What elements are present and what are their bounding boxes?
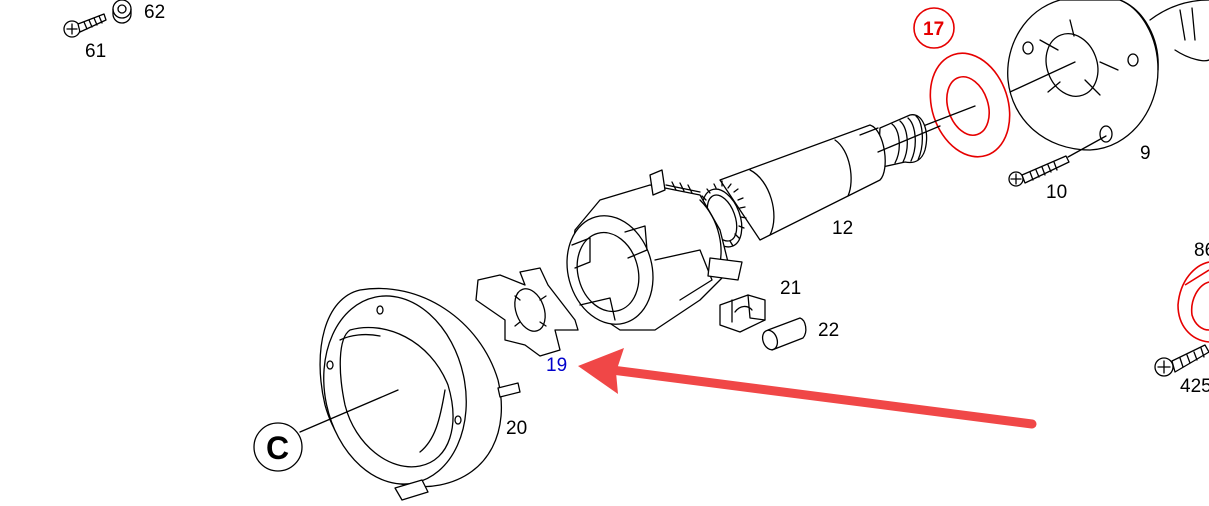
part-19-plate: [475, 267, 579, 357]
label-62: 62: [144, 2, 165, 23]
part-61-screw: [63, 13, 107, 38]
callout-c-circle: [253, 422, 303, 472]
leader-C: [299, 389, 399, 433]
label-19-link[interactable]: 19: [546, 355, 567, 376]
label-12: 12: [832, 218, 853, 239]
label-20: 20: [506, 418, 527, 439]
part-10-screw: [1008, 135, 1107, 187]
label-17[interactable]: 17: [923, 19, 944, 40]
label-10: 10: [1046, 182, 1067, 203]
leader-17: [917, 105, 976, 129]
part-9-housing: [1007, 0, 1209, 151]
part-86-red: [1177, 261, 1209, 343]
part-62-washer: [112, 0, 132, 24]
label-86: 86: [1194, 240, 1209, 261]
leader-12: [877, 125, 941, 153]
red-arrow-annotation: [578, 348, 1037, 429]
label-425: 425: [1180, 376, 1209, 397]
label-22: 22: [818, 320, 839, 341]
part-20-cover: [319, 287, 521, 501]
label-61: 61: [85, 41, 106, 62]
part-22-pin: [761, 317, 807, 351]
label-c: C: [266, 430, 289, 466]
label-9: 9: [1140, 143, 1151, 164]
part-12-shaft: [566, 114, 928, 331]
part-21-clip: [719, 294, 766, 333]
part-425-screw: [1154, 344, 1209, 377]
part-17-ring[interactable]: [913, 7, 1023, 167]
label-21: 21: [780, 278, 801, 299]
